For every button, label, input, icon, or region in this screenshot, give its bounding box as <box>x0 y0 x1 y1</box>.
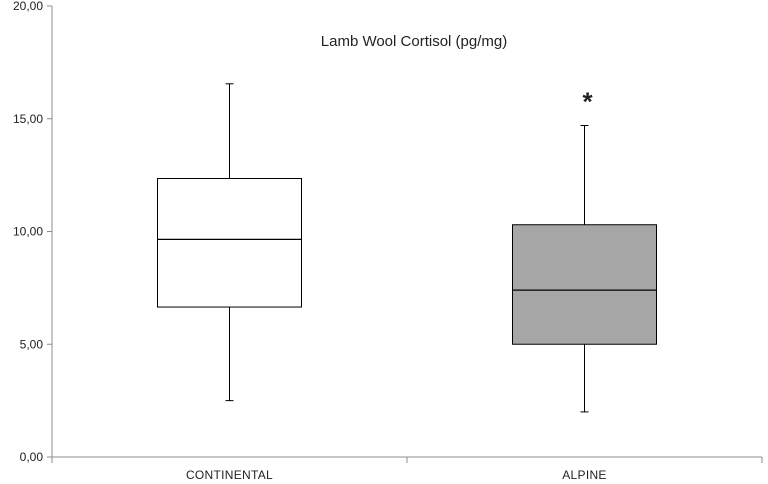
interquartile-box <box>512 224 657 345</box>
y-tick-label: 15,00 <box>13 112 43 126</box>
y-axis-ticks: 0,00 5,00 10,00 15,00 20,00 <box>13 0 52 464</box>
y-tick-label: 20,00 <box>13 0 43 13</box>
chart-title: Lamb Wool Cortisol (pg/mg) <box>321 33 507 50</box>
x-axis-ticks: CONTINENTAL ALPINE <box>51 457 763 482</box>
y-tick-label: 0,00 <box>20 450 44 464</box>
y-tick-label: 5,00 <box>20 337 44 351</box>
box-series: * <box>157 83 657 413</box>
x-category-label: ALPINE <box>562 468 607 482</box>
y-tick-label: 10,00 <box>13 225 43 239</box>
significance-marker: * <box>582 87 593 117</box>
box-continental <box>157 83 302 402</box>
box-alpine: * <box>512 87 657 413</box>
x-category-label: CONTINENTAL <box>186 468 273 482</box>
interquartile-box <box>157 178 302 308</box>
